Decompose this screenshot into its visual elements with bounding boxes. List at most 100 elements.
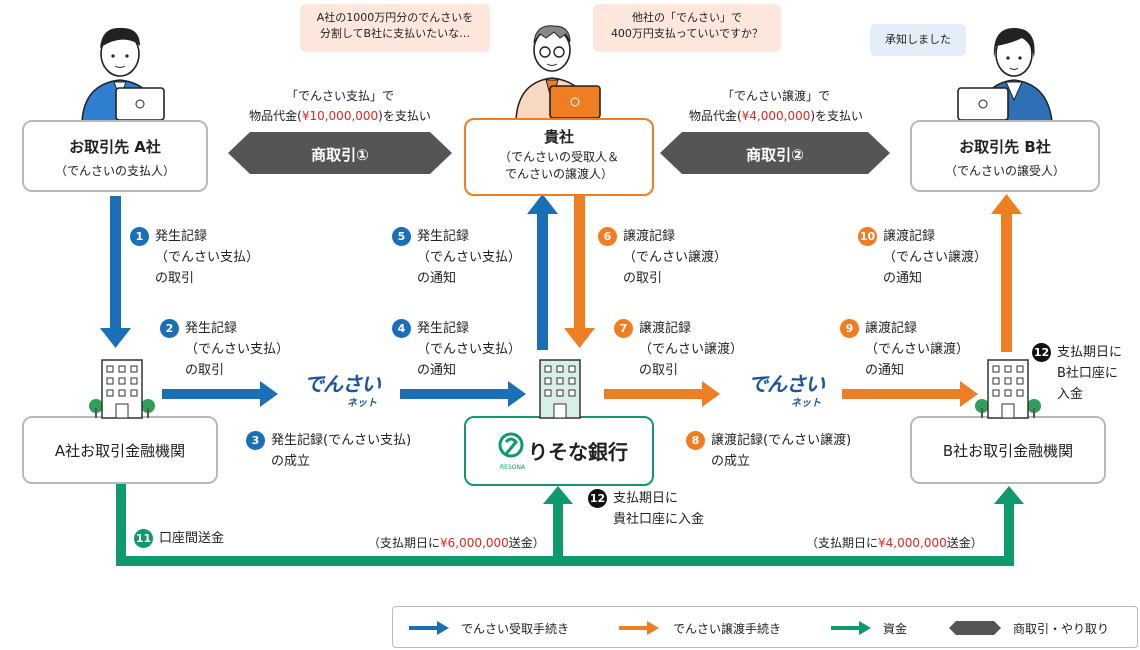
step-number: 12 (1032, 343, 1051, 362)
entity-subtitle: （でんさいの譲受人） (944, 164, 1065, 178)
densai-net-logo: でんさい ネット (734, 368, 838, 409)
speech-line: 承知しました (885, 33, 951, 46)
trade-label-2: 商取引② (746, 146, 804, 164)
legend-trade-shape-icon (949, 621, 1001, 635)
step-number: 12 (588, 489, 607, 508)
arrow-funds (116, 484, 1024, 566)
person-a-illustration (81, 27, 165, 122)
entity-your-company: 貴社 （でんさいの受取人＆ でんさいの譲渡人） (464, 118, 654, 196)
trade-amount: ¥10,000,000 (301, 109, 379, 123)
arrow-step-1 (100, 196, 131, 348)
legend-label: でんさい譲渡手続き (673, 622, 782, 636)
step-text: の通知 (865, 363, 905, 378)
step-text: 支払期日に (1057, 345, 1123, 360)
trade-amount: ¥4,000,000 (741, 109, 811, 123)
densai-logo-sub: ネット (347, 398, 377, 409)
step-number: 1 (130, 227, 149, 246)
arrow-step-4 (400, 381, 526, 407)
transfer-post: 送金） (508, 536, 545, 550)
bank-name: りそな銀行 (528, 440, 628, 464)
step-text: 発生記録 (417, 321, 470, 336)
arrow-step-7 (604, 381, 720, 407)
step-number: 4 (392, 319, 411, 338)
trade-note-line: 「でんさい支払」で (285, 89, 394, 103)
step-text: 譲渡記録(でんさい譲渡) (711, 433, 852, 448)
legend: でんさい受取手続き でんさい譲渡手続き 資金 商取引・やり取り (392, 606, 1138, 648)
arrow-step-2 (162, 381, 278, 407)
legend-arrow-orange-icon (619, 621, 659, 635)
step-text: （でんさい支払） (185, 342, 290, 357)
transfer-pre: （支払期日に (806, 536, 879, 550)
step-text: 発生記録 (185, 321, 238, 336)
step-text: 発生記録 (155, 229, 208, 244)
step-text: 譲渡記録 (639, 321, 692, 336)
step-number: 2 (160, 319, 179, 338)
trade-label-1: 商取引① (311, 146, 369, 164)
entity-title: お取引先 B社 (959, 138, 1051, 156)
trade-note-2: 「でんさい譲渡」で 物品代金(¥4,000,000)を支払い (676, 86, 876, 126)
speech-line: A社の1000万円分のでんさいを (316, 11, 474, 24)
step-text: の通知 (883, 271, 923, 286)
step-text: の取引 (639, 363, 679, 378)
entity-company-a: お取引先 A社 （でんさいの支払人） (22, 120, 208, 192)
entity-subtitle: （でんさいの受取人＆ でんさいの譲渡人） (466, 149, 652, 183)
step-number: 7 (614, 319, 633, 338)
bank-name-latin: RESONA (500, 464, 526, 471)
arrow-step-10 (991, 194, 1022, 352)
trade-arrow-2 (660, 132, 890, 174)
trade-note-1: 「でんさい支払」で 物品代金(¥10,000,000)を支払い (240, 86, 440, 126)
step-text: （でんさい譲渡） (639, 342, 744, 357)
trade-note-pre: 物品代金( (249, 109, 302, 123)
step-number: 10 (858, 227, 877, 246)
entity-bank-b: B社お取引金融機関 (910, 416, 1106, 484)
step-number: 11 (134, 529, 153, 548)
entity-title: A社お取引金融機関 (54, 442, 186, 460)
speech-line: 分割してB社に支払いたいな… (319, 27, 471, 40)
densai-net-logo: でんさい ネット (290, 368, 394, 409)
step-number: 9 (840, 319, 859, 338)
speech-line: 他社の「でんさい」で (632, 11, 742, 24)
step-text: 入金 (1057, 387, 1084, 402)
entity-company-b: お取引先 B社 （でんさいの譲受人） (910, 120, 1100, 192)
step-number: 8 (686, 431, 705, 450)
entity-bank-resona: りそな銀行 RESONA (464, 416, 654, 486)
step-number: 6 (598, 227, 617, 246)
step-text: （でんさい支払） (155, 250, 260, 265)
densai-logo-text: でんさい (304, 372, 381, 396)
speech-bubble-you-2: 他社の「でんさい」で 400万円支払っていいですか？ (593, 4, 781, 52)
entity-subtitle-line: （でんさいの受取人＆ (498, 150, 619, 164)
trade-arrow-1 (228, 132, 452, 174)
step-11: 11 口座間送金 (134, 528, 224, 549)
person-you-illustration (515, 25, 601, 120)
step-text: 譲渡記録 (883, 229, 936, 244)
entity-title: お取引先 A社 (69, 138, 161, 156)
entity-subtitle-line: でんさいの譲渡人） (504, 167, 613, 181)
step-text: の通知 (417, 271, 457, 286)
transfer-note-2: （支払期日に¥4,000,000送金） (806, 534, 983, 551)
entity-bank-a: A社お取引金融機関 (22, 416, 218, 484)
step-number: 5 (392, 227, 411, 246)
legend-label: 商取引・やり取り (1013, 622, 1110, 636)
entity-title: B社お取引金融機関 (942, 442, 1074, 460)
entity-subtitle: （でんさいの支払人） (54, 164, 175, 178)
transfer-note-1: （支払期日に¥6,000,000送金） (368, 534, 545, 551)
legend-arrow-green-icon (831, 621, 871, 635)
step-text: の取引 (185, 363, 225, 378)
densai-logo-sub: ネット (791, 398, 821, 409)
arrow-step-9 (842, 381, 978, 407)
step-text: 口座間送金 (159, 531, 225, 546)
step-text: （でんさい支払） (417, 342, 522, 357)
arrow-step-5 (527, 194, 558, 350)
densai-logo-text: でんさい (748, 372, 825, 396)
transfer-post: 送金） (946, 536, 983, 550)
step-number: 3 (246, 431, 265, 450)
